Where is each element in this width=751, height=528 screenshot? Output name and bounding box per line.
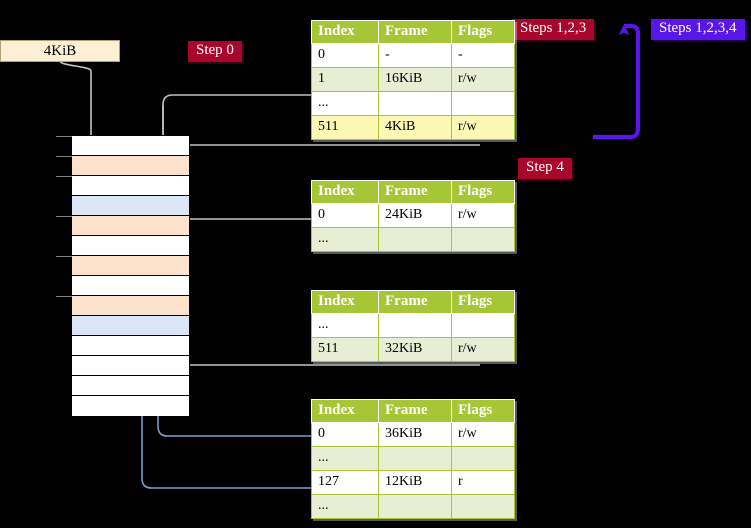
cell-frame <box>378 227 452 252</box>
cell-frame <box>378 91 452 116</box>
steps-123-badge: Steps 1,2,3 <box>512 19 595 40</box>
cell-frame <box>378 313 452 338</box>
cell-index: ... <box>311 494 379 519</box>
connector-table1-to-grid <box>158 144 480 156</box>
cell-index: 1 <box>311 67 379 92</box>
column-header-index: Index <box>311 180 379 204</box>
cell-index: ... <box>311 227 379 252</box>
column-header-frame: Frame <box>378 399 452 423</box>
cell-flags: r <box>451 470 515 495</box>
memory-frame-row <box>56 256 189 276</box>
cell-flags <box>451 446 515 471</box>
memory-frame-row <box>56 296 189 316</box>
cell-index: 127 <box>311 470 379 495</box>
memory-frame-tick <box>56 156 72 157</box>
column-header-frame: Frame <box>378 290 452 314</box>
cell-flags <box>451 227 515 252</box>
memory-frame-tick <box>56 136 72 137</box>
memory-frame-row <box>72 236 189 256</box>
memory-frame-row <box>72 196 189 216</box>
cell-flags: r/w <box>451 67 515 92</box>
memory-frame-row <box>56 176 189 196</box>
memory-frame-tick <box>56 256 72 257</box>
cell-flags: r/w <box>451 203 515 228</box>
cell-flags <box>451 313 515 338</box>
table-row: 0-- <box>311 43 515 68</box>
cell-index: 0 <box>311 203 379 228</box>
memory-frame-row <box>56 156 189 176</box>
cell-flags: r/w <box>451 115 515 140</box>
step-4-badge: Step 4 <box>518 158 572 179</box>
memory-frame-row <box>72 276 189 296</box>
cell-frame: - <box>378 43 452 68</box>
cell-flags <box>451 91 515 116</box>
cell-flags <box>451 494 515 519</box>
column-header-index: Index <box>311 399 379 423</box>
cell-frame: 24KiB <box>378 203 452 228</box>
step-0-badge: Step 0 <box>188 41 242 62</box>
table-row: ... <box>311 313 515 338</box>
column-header-flags: Flags <box>451 290 515 314</box>
memory-frame-row <box>72 396 189 416</box>
steps-1234-badge: Steps 1,2,3,4 <box>651 19 745 40</box>
memory-frame-row <box>72 376 189 396</box>
memory-frame-row <box>72 336 189 356</box>
cell-frame <box>378 494 452 519</box>
table-row: ... <box>311 446 515 471</box>
cell-frame: 4KiB <box>378 115 452 140</box>
cell-index: ... <box>311 91 379 116</box>
cell-index: 511 <box>311 337 379 362</box>
cell-frame: 16KiB <box>378 67 452 92</box>
connector-steps-bracket <box>593 23 641 140</box>
cell-frame <box>378 446 452 471</box>
table-row: ... <box>311 494 515 519</box>
column-header-flags: Flags <box>451 180 515 204</box>
cell-frame: 36KiB <box>378 422 452 447</box>
memory-frame-tick <box>56 296 72 297</box>
memory-frame-tick <box>56 216 72 217</box>
memory-frame-row <box>56 136 189 156</box>
column-header-index: Index <box>311 20 379 44</box>
column-header-flags: Flags <box>451 20 515 44</box>
physical-memory-grid <box>56 135 190 416</box>
column-header-frame: Frame <box>378 180 452 204</box>
cell-frame: 12KiB <box>378 470 452 495</box>
cell-frame: 32KiB <box>378 337 452 362</box>
memory-frame-tick <box>56 176 72 177</box>
cell-index: 0 <box>311 43 379 68</box>
column-header-index: Index <box>311 290 379 314</box>
column-header-flags: Flags <box>451 399 515 423</box>
table-row: ... <box>311 227 515 252</box>
memory-frame-row <box>56 216 189 236</box>
cell-index: ... <box>311 313 379 338</box>
cell-flags: - <box>451 43 515 68</box>
column-header-frame: Frame <box>378 20 452 44</box>
table-row: ... <box>311 91 515 116</box>
cell-flags: r/w <box>451 422 515 447</box>
memory-frame-row <box>72 356 189 376</box>
cell-index: 511 <box>311 115 379 140</box>
cell-index: ... <box>311 446 379 471</box>
frame-size-box: 4KiB <box>0 40 120 62</box>
cell-flags: r/w <box>451 337 515 362</box>
cell-index: 0 <box>311 422 379 447</box>
memory-frame-row <box>72 316 189 336</box>
